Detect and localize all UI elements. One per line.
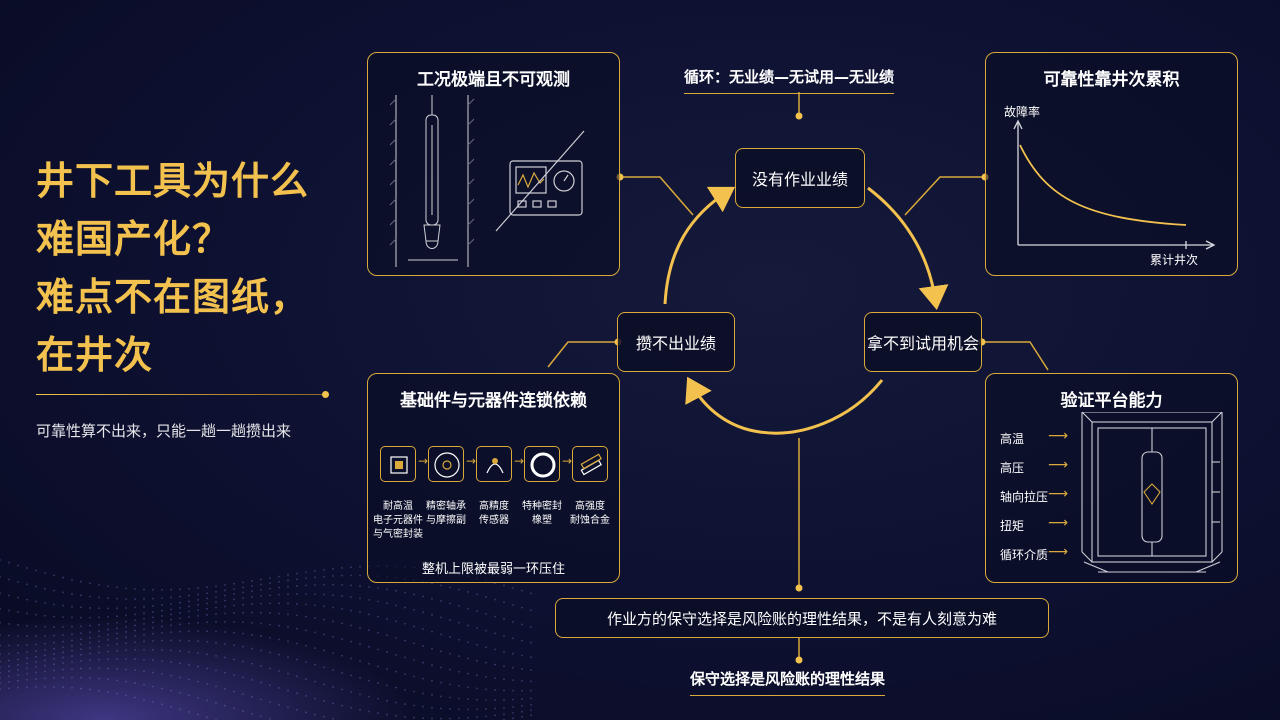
platform-item: 高压 [1000,461,1025,475]
bearing-icon [428,446,464,482]
panel-reliability-title: 可靠性靠井次累积 [1043,70,1180,90]
chart-y-label: 故障率 [1004,105,1041,119]
platform-item: 扭矩 [1000,519,1025,533]
chevron-right-icon: → [514,454,525,468]
platform-item: 轴向拉压 [1000,490,1049,504]
panel-extreme-conditions: 工况极端且不可观测 [367,52,620,276]
subtitle: 可靠性算不出来，只能一趟一趟攒出来 [36,422,292,440]
component-label: 高精度传感器 [479,501,509,526]
failure-rate-curve [1013,119,1216,250]
component-label: 特种密封橡塑 [522,501,562,526]
arc-top-right [867,186,949,310]
arc-bottom [685,376,884,435]
bottom-conclusion-box: 作业方的保守选择是风险账的理性结果，不是有人刻意为难 [555,598,1049,638]
cycle-note: 循环：无业绩—无试用—无业绩 [684,66,895,94]
arrow-right-icon: ⟶ [1048,428,1069,444]
panel-components-title: 基础件与元器件连锁依赖 [400,391,587,411]
platform-item: 高温 [1000,432,1025,446]
bottom-note: 保守选择是风险账的理性结果 [690,668,886,696]
arc-top-left [663,186,736,305]
chevron-right-icon: → [418,454,429,468]
panel-platform-title: 验证平台能力 [1060,391,1163,411]
main-title: 井下工具为什么 难国产化？ 难点不在图纸， 在井次 [36,152,356,384]
arrow-right-icon: ⟶ [1048,486,1069,502]
alloy-bars-icon [572,446,608,482]
component-label: 耐高温电子元器件与气密封装 [373,501,423,540]
title-line-1: 井下工具为什么 [36,159,310,203]
seal-ring-icon [524,446,560,482]
sensor-icon [476,446,512,482]
chip-icon [380,446,416,482]
title-line-2: 难国产化？ [36,217,232,261]
title-line-3: 难点不在图纸， [36,275,310,319]
test-rig-illustration [1081,412,1223,573]
node-no-trial: 拿不到试用机会 [864,312,982,372]
arrow-right-icon: ⟶ [1048,515,1069,531]
component-label: 高强度耐蚀合金 [570,501,610,526]
panel-reliability: 可靠性靠井次累积 故障率 累计井次 [985,52,1238,276]
title-line-4: 在井次 [36,333,154,377]
downhole-tool-illustration [389,95,585,267]
panel-extreme-title: 工况极端且不可观测 [417,70,570,90]
node-no-record: 没有作业业绩 [735,148,865,208]
chevron-right-icon: → [466,454,477,468]
title-divider [36,391,329,398]
panel-platform: 验证平台能力 高温⟶高压⟶轴向拉压⟶扭矩⟶循环介质⟶ [985,373,1238,583]
platform-item: 循环介质 [1000,548,1049,562]
arrow-right-icon: ⟶ [1048,457,1069,473]
components-footer: 整机上限被最弱一环压住 [421,562,565,577]
panel-components: 基础件与元器件连锁依赖 → 耐高温电子元器件与气密封装 → 精密轴承与摩擦副 → 高精度传… [367,373,620,583]
component-label: 精密轴承与摩擦副 [426,501,466,526]
node-no-accumulate: 攒不出业绩 [617,312,735,372]
chevron-right-icon: → [562,454,573,468]
arrow-right-icon: ⟶ [1048,544,1069,560]
chart-x-label: 累计井次 [1150,253,1199,267]
